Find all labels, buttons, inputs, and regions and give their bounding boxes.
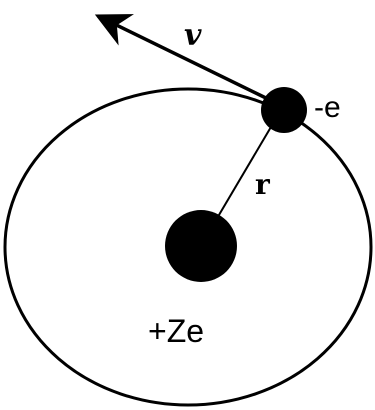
nucleus-charge-label: +Ze: [148, 313, 204, 349]
radius-label: r: [255, 168, 271, 201]
velocity-arrow: [94, 14, 271, 102]
electron-charge-label: -e: [314, 91, 341, 124]
electron: [261, 87, 307, 133]
velocity-label: v: [184, 18, 202, 53]
electron-orbit: [3, 87, 373, 407]
nucleus: [165, 210, 237, 282]
